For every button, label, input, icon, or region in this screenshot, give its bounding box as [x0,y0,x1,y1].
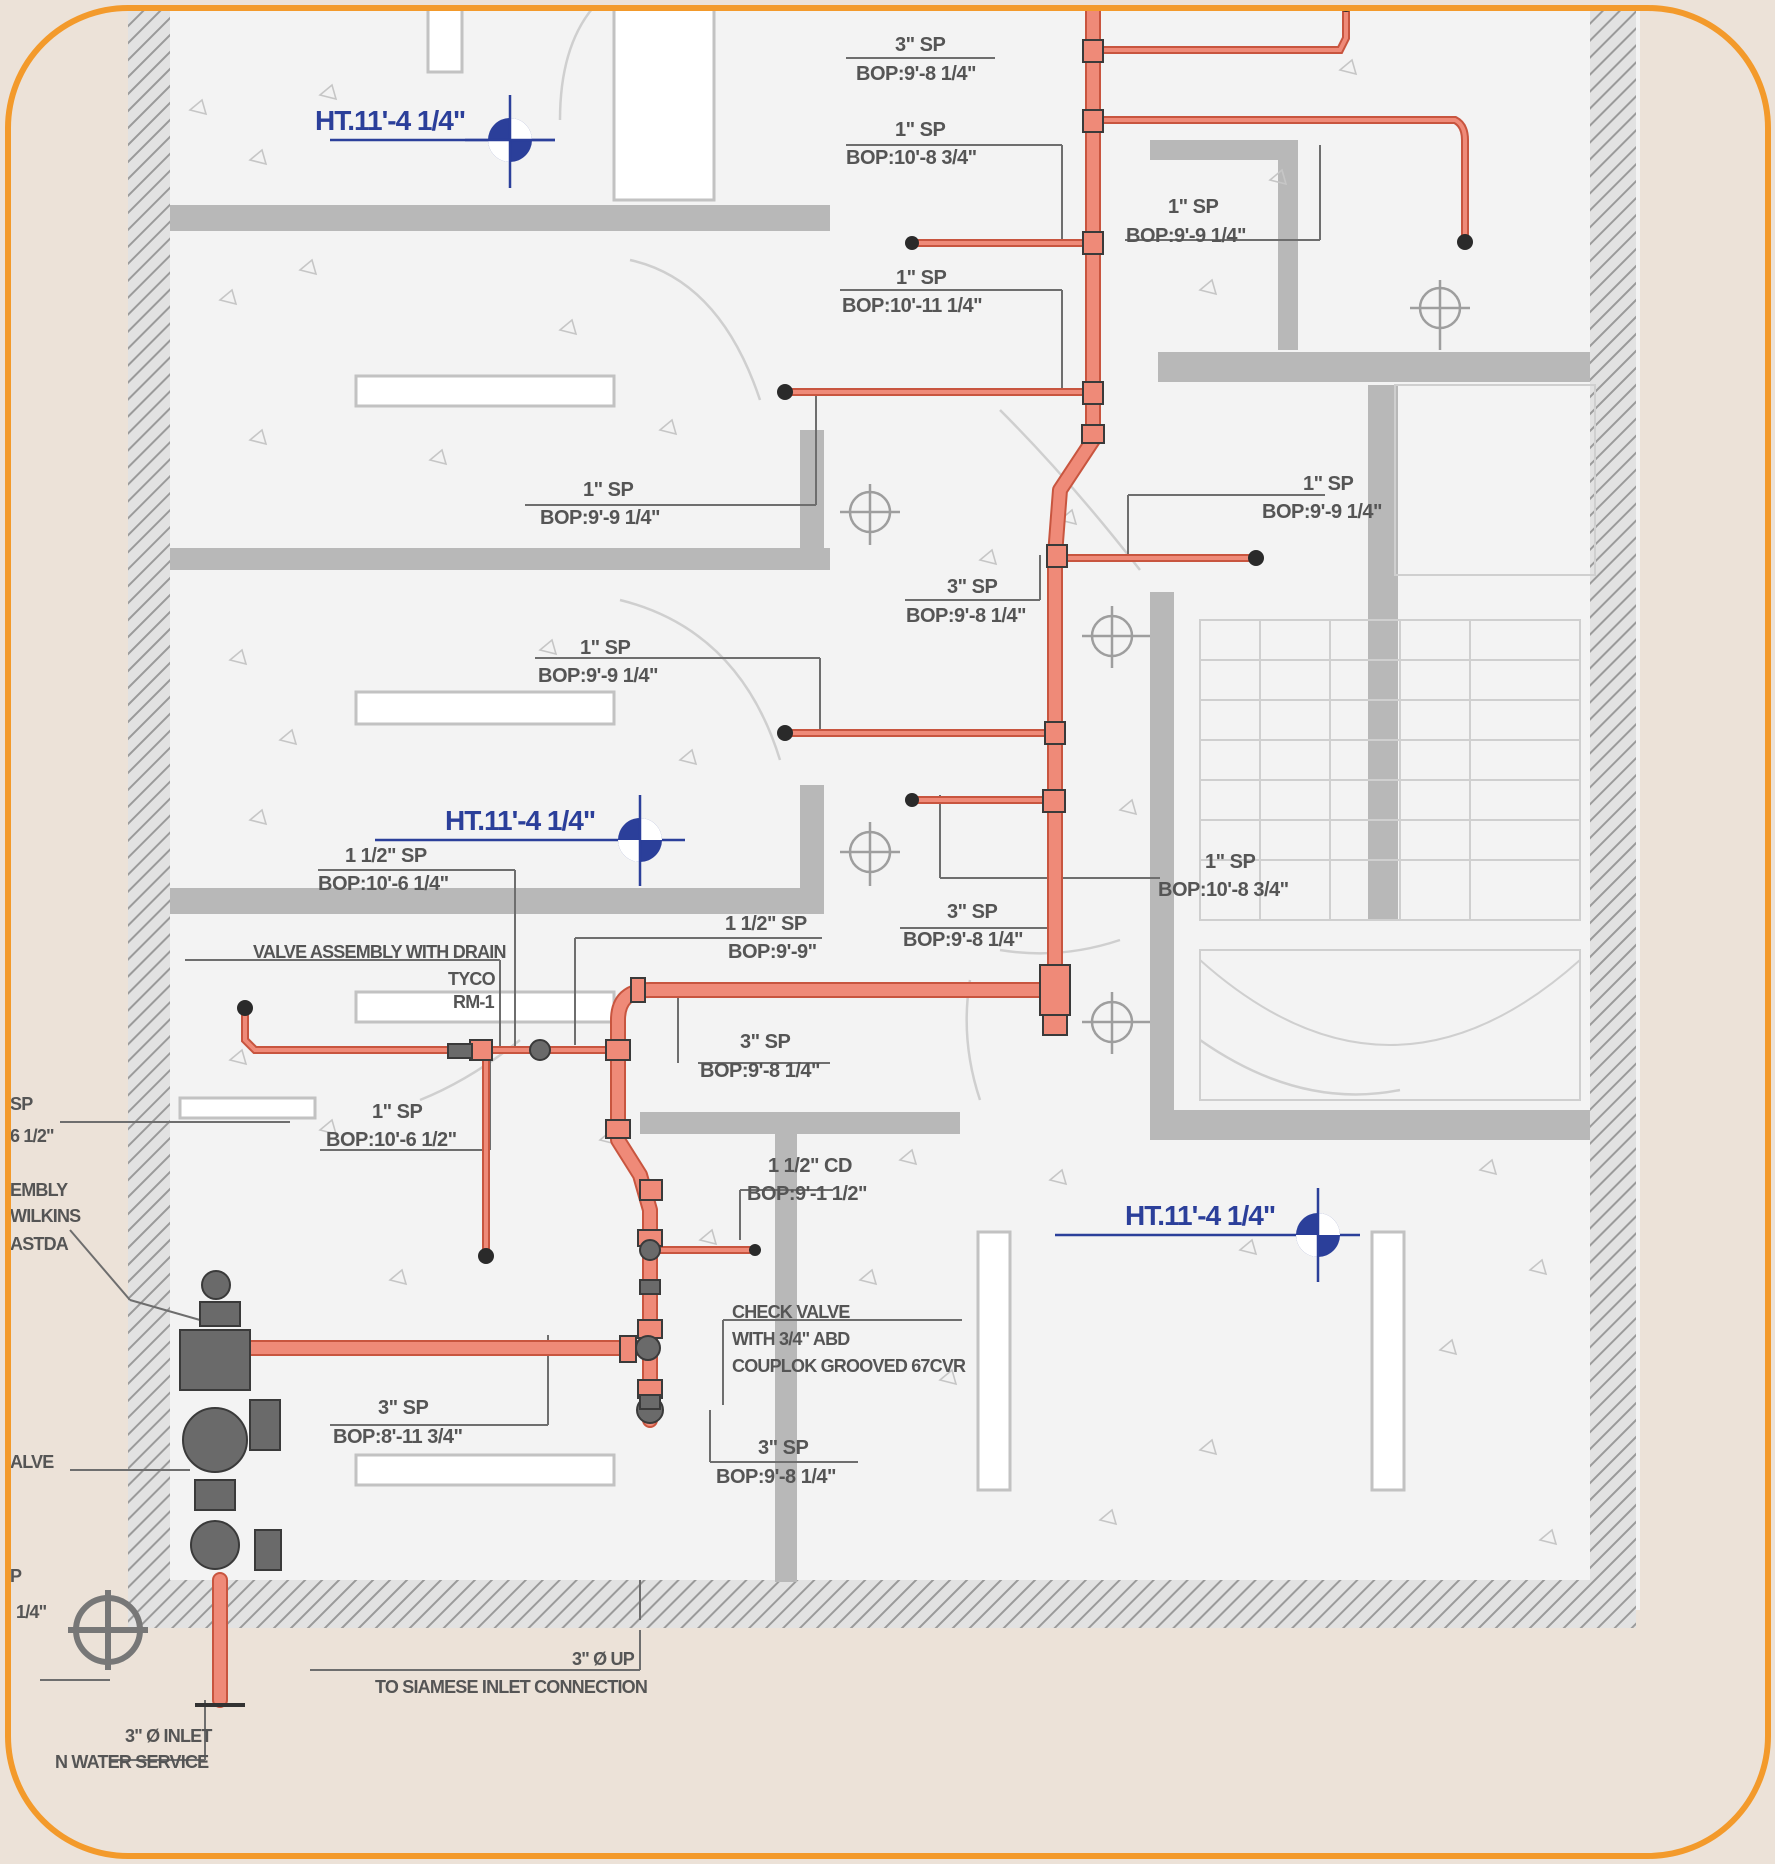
valve-assemblies [179,1039,664,1571]
ht3-label: HT.11'-4 1/4" [1125,1200,1275,1231]
tyco-note: TYCO [448,969,496,989]
model-note: RM-1 [453,992,495,1012]
p1-bop: BOP:9'-8 1/4" [856,63,976,85]
cut-astda: ASTDA [10,1234,69,1254]
valve-assembly-note: VALVE ASSEMBLY WITH DRAIN [253,942,506,962]
p9-size: 1 1/2" SP [345,845,427,867]
siamese-note: TO SIAMESE INLET CONNECTION [375,1677,647,1697]
notes: VALVE ASSEMBLY WITH DRAIN TYCO RM-1 CHEC… [10,942,967,1772]
p7-bop: BOP:9'-8 1/4" [906,605,1026,627]
leader-lines [40,57,1325,1761]
branch-lines-fill [243,8,1467,1257]
p13-bop: BOP:9'-8 1/4" [700,1060,820,1082]
p10-size: 1" SP [1205,851,1256,873]
inlet-marker [68,1590,148,1670]
cut-wilkins: WILKINS [10,1206,81,1226]
concrete-speckle [188,58,1558,1546]
p6-bop: BOP:9'-9 1/4" [1262,501,1382,523]
wall-left [128,8,170,1610]
p2-bop: BOP:10'-8 3/4" [846,147,977,169]
p16-bop: BOP:8'-11 3/4" [333,1426,463,1448]
diffuser-symbols [840,280,1470,1054]
cut-half: 6 1/2" [10,1126,54,1146]
abd-note: WITH 3/4" ABD [732,1329,850,1349]
p7-size: 3" SP [947,576,998,598]
inlet-note: 3" Ø INLET [125,1726,212,1746]
ht-marker-3 [1055,1188,1360,1282]
p9-bop: BOP:10'-6 1/4" [318,873,449,895]
p15-size: 1 1/2" CD [768,1155,852,1177]
p14-bop: BOP:10'-6 1/2" [326,1129,457,1151]
p15-bop: BOP:9'-1 1/2" [747,1183,867,1205]
p14-size: 1" SP [372,1101,423,1123]
p8-size: 1" SP [580,637,631,659]
p17-bop: BOP:9'-8 1/4" [716,1466,836,1488]
callout-frame [5,5,1771,1859]
p11-bop: BOP:9'-8 1/4" [903,929,1023,951]
light-fixtures [178,8,1406,1492]
cut-quarter: 1/4" [16,1602,47,1622]
p3-bop: BOP:9'-9 1/4" [1126,225,1246,247]
coupling-note: COUPLOK GROOVED 67CVR [732,1356,966,1376]
p5-bop: BOP:9'-9 1/4" [540,507,660,529]
height-labels: HT.11'-4 1/4" HT.11'-4 1/4" HT.11'-4 1/4… [315,105,1276,1231]
cut-sp: SP [10,1094,33,1114]
interior-walls [170,140,1590,1582]
p3-size: 1" SP [1168,196,1219,218]
p13-size: 3" SP [740,1031,791,1053]
ht1-label: HT.11'-4 1/4" [315,105,465,136]
p10-bop: BOP:10'-8 3/4" [1158,879,1289,901]
p4-bop: BOP:10'-11 1/4" [842,295,982,317]
stair [1199,384,1596,1101]
p1-size: 3" SP [895,34,946,56]
pipe-labels: 3" SP BOP:9'-8 1/4" 1" SP BOP:10'-8 3/4"… [318,34,1383,1488]
ht2-label: HT.11'-4 1/4" [445,805,595,836]
up-note: 3" Ø UP [572,1649,635,1669]
p16-size: 3" SP [378,1397,429,1419]
ht-marker-2 [375,795,685,886]
check-valve-note: CHECK VALVE [732,1302,850,1322]
wall-right [1590,8,1636,1610]
water-service-note: N WATER SERVICE [55,1752,209,1772]
p5-size: 1" SP [583,479,634,501]
p8-bop: BOP:9'-9 1/4" [538,665,658,687]
ht-marker-1 [330,95,555,188]
p4-size: 1" SP [896,267,947,289]
p2-size: 1" SP [895,119,946,141]
p6-size: 1" SP [1303,473,1354,495]
cut-p: P [10,1566,22,1586]
wall-bottom [128,1580,1636,1628]
p17-size: 3" SP [758,1437,809,1459]
cut-embly: EMBLY [10,1180,68,1200]
p11-size: 3" SP [947,901,998,923]
sprinkler-pipes [212,8,1101,1708]
p12-bop: BOP:9'-9" [728,941,817,963]
p12-size: 1 1/2" SP [725,913,807,935]
cut-alve: ALVE [10,1452,54,1472]
